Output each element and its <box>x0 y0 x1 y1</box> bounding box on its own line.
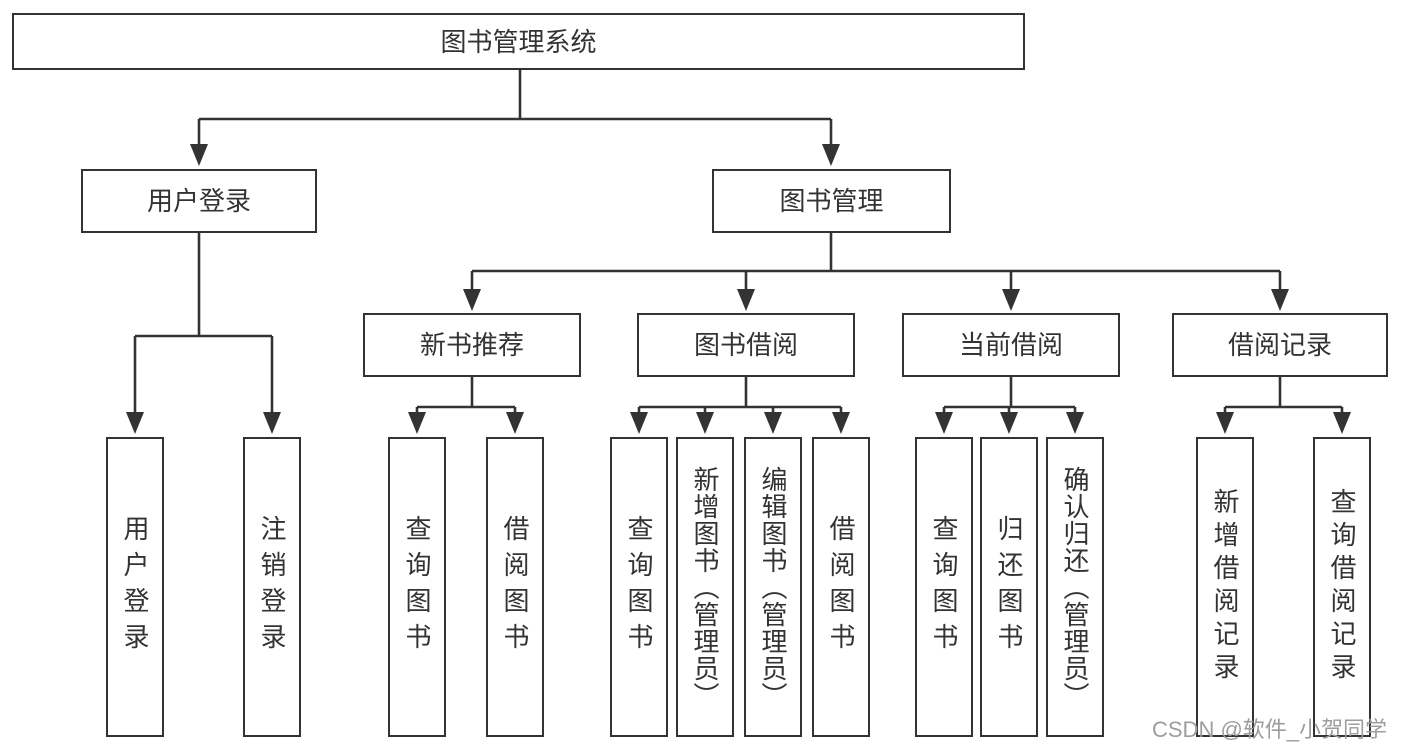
leaf-add-borrow-record: 新增借阅记录 <box>1196 437 1254 737</box>
node-book-borrow: 图书借阅 <box>637 313 855 377</box>
node-label: 借阅记录 <box>1227 330 1332 360</box>
node-library-management-system: 图书管理系统 <box>12 13 1025 70</box>
node-label: 图书管理 <box>779 186 884 216</box>
leaf-confirm-return-admin: 确认归还（管理员） <box>1046 437 1104 737</box>
leaf-borrow-books: 借阅图书 <box>812 437 870 737</box>
leaf-label: 查询图书 <box>624 515 654 659</box>
node-label: 新书推荐 <box>419 330 524 360</box>
leaf-label: 编辑图书（管理员） <box>758 465 788 709</box>
leaf-label: 归还图书 <box>994 515 1024 659</box>
node-label: 用户登录 <box>146 186 251 216</box>
leaf-return-book: 归还图书 <box>980 437 1038 737</box>
leaf-edit-book-admin: 编辑图书（管理员） <box>744 437 802 737</box>
arrowheads <box>126 144 1351 434</box>
node-book-management: 图书管理 <box>712 169 951 233</box>
node-label: 当前借阅 <box>958 330 1063 360</box>
leaf-borrow-books-recommend: 借阅图书 <box>486 437 544 737</box>
leaf-label: 查询借阅记录 <box>1327 488 1357 686</box>
leaf-query-books-borrow: 查询图书 <box>610 437 668 737</box>
leaf-add-book-admin: 新增图书（管理员） <box>676 437 734 737</box>
node-current-borrow: 当前借阅 <box>902 313 1120 377</box>
leaf-label: 用户登录 <box>120 515 150 659</box>
leaf-label: 新增图书（管理员） <box>690 465 720 709</box>
watermark-text: CSDN @软件_小贺同学 <box>1152 717 1388 742</box>
leaf-logout: 注销登录 <box>243 437 301 737</box>
leaf-query-books-recommend: 查询图书 <box>388 437 446 737</box>
node-label: 图书管理系统 <box>440 26 597 57</box>
leaf-label: 查询图书 <box>929 515 959 659</box>
leaf-label: 注销登录 <box>257 515 287 659</box>
leaf-query-borrow-record: 查询借阅记录 <box>1313 437 1371 737</box>
node-borrow-records: 借阅记录 <box>1172 313 1388 377</box>
leaf-label: 新增借阅记录 <box>1210 488 1240 686</box>
leaf-label: 借阅图书 <box>826 515 856 659</box>
leaf-user-login: 用户登录 <box>106 437 164 737</box>
node-label: 图书借阅 <box>693 330 798 360</box>
leaf-label: 借阅图书 <box>500 515 530 659</box>
leaf-label: 查询图书 <box>402 515 432 659</box>
node-user-login: 用户登录 <box>81 169 317 233</box>
leaf-label: 确认归还（管理员） <box>1060 465 1090 709</box>
node-new-book-recommend: 新书推荐 <box>363 313 581 377</box>
leaf-query-books-current: 查询图书 <box>915 437 973 737</box>
